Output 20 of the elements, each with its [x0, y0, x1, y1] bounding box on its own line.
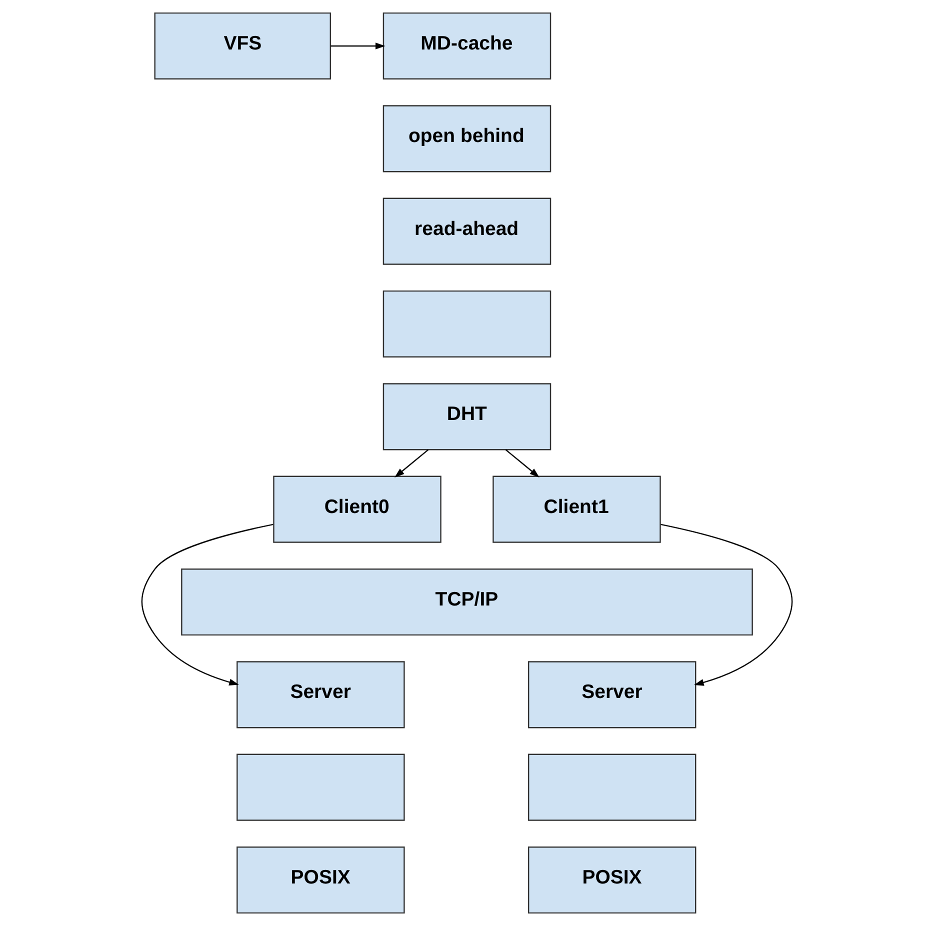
node-box — [382, 290, 552, 358]
arrow — [330, 42, 386, 50]
node-box: Server — [528, 661, 696, 728]
node-box: DHT — [382, 383, 552, 450]
arrow — [505, 449, 540, 478]
node-box: VFS — [154, 12, 332, 80]
arrow — [660, 524, 793, 686]
node-box — [528, 754, 696, 821]
node-box: Client0 — [273, 476, 442, 543]
node-box: MD-cache — [382, 12, 552, 80]
node-box: Server — [236, 661, 405, 728]
node-box — [236, 754, 405, 821]
node-box: POSIX — [528, 846, 696, 914]
node-box: read-ahead — [382, 198, 552, 265]
node-box: Client1 — [492, 476, 661, 543]
arrow — [394, 449, 429, 478]
node-box: POSIX — [236, 846, 405, 914]
arrow — [141, 524, 274, 686]
node-box: open behind — [382, 105, 552, 172]
node-box: TCP/IP — [181, 568, 753, 636]
